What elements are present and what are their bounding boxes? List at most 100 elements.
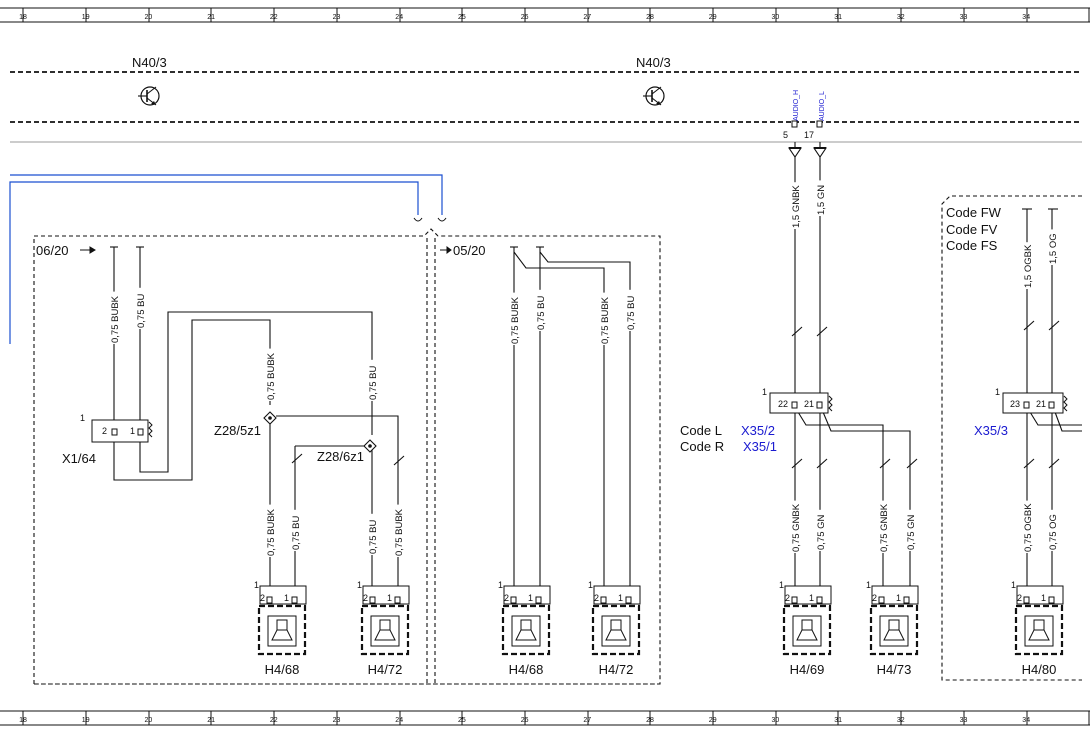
ruler-number: 33	[960, 717, 968, 724]
wire-label-group: 0,75 BU	[367, 513, 379, 555]
ruler-number: 18	[19, 717, 27, 724]
pin-marker	[291, 596, 298, 604]
ruler-number: 32	[897, 717, 905, 724]
ruler-number: 24	[395, 14, 403, 21]
pin-5-label: 5	[783, 130, 788, 140]
wire-label-bg	[1022, 500, 1033, 553]
pin-marker	[791, 596, 798, 604]
connector-x35-2	[769, 392, 833, 414]
wire-break-marks	[413, 217, 447, 222]
pin-marker	[816, 596, 823, 604]
module-label-right: N40/3	[636, 55, 671, 70]
wire-label-group: 0,75 GNBK	[878, 500, 890, 553]
wire-label: 0,75 BUBK	[266, 352, 277, 400]
speaker-label: H4/69	[790, 662, 825, 677]
wire-label-group: 0,75 BUBK	[509, 292, 521, 345]
pin-1-label: 1	[779, 580, 784, 590]
ruler-number: 27	[583, 14, 591, 21]
wire-label-group: 0,75 BU	[535, 289, 547, 331]
wire-label: 0,75 BU	[368, 520, 379, 554]
speaker-icon	[360, 604, 410, 656]
pin-1-label: 1	[498, 580, 503, 590]
connector-x35-3	[1002, 392, 1068, 414]
ruler-number: 20	[145, 717, 153, 724]
wire-label: 0,75 BU	[291, 516, 302, 550]
ruler-number: 30	[772, 717, 780, 724]
wire-label: 0,75 OGBK	[1023, 503, 1034, 552]
wire-label-group: 1,5 OGBK	[1022, 242, 1034, 289]
wire-label: 0,75 GN	[906, 514, 917, 550]
pin-2-label: 2	[1017, 593, 1022, 603]
ruler-number: 21	[207, 14, 215, 21]
ruler-number: 25	[458, 717, 466, 724]
pin-2-label: 2	[785, 593, 790, 603]
wire-label-bg	[790, 500, 801, 553]
ruler-number: 22	[270, 14, 278, 21]
pin-1-label: 1	[357, 580, 362, 590]
pin-1-label: 1	[1041, 593, 1046, 603]
wire-label-bg	[625, 289, 636, 331]
wire-label: 1,5 GN	[816, 185, 827, 215]
wire-label-bg	[815, 180, 826, 216]
frame-right	[941, 195, 1082, 681]
ruler-number: 20	[145, 14, 153, 21]
wire-label-group: 0,75 BUBK	[265, 348, 277, 401]
pin-1-label: 1	[528, 593, 533, 603]
pin-21-label: 21	[1036, 399, 1046, 409]
wire-label-bg	[535, 289, 546, 331]
splice-icon	[363, 439, 377, 453]
pin-1-label: 1	[995, 387, 1000, 397]
code-fs-label: Code FS	[946, 238, 998, 253]
ruler-number: 33	[960, 14, 968, 21]
ruler-number: 25	[458, 14, 466, 21]
ruler-number: 26	[521, 14, 529, 21]
wire-label-group: 0,75 BU	[367, 359, 379, 401]
ruler-number: 30	[772, 14, 780, 21]
wire-label: 0,75 BUBK	[394, 508, 405, 556]
signal-audio-h: AUDIO_H	[793, 90, 800, 121]
ruler-number: 26	[521, 717, 529, 724]
wire-label-group: 0,75 GNBK	[790, 500, 802, 553]
module-label-left: N40/3	[132, 55, 167, 70]
arrow-icon	[80, 246, 452, 254]
wire-label: 1,5 GNBK	[791, 185, 802, 228]
pin-1-label: 1	[809, 593, 814, 603]
bottom-ruler	[0, 710, 1090, 726]
wire-label: 0,75 BUBK	[266, 508, 277, 556]
wire-label: 0,75 BUBK	[110, 295, 121, 343]
wire-label-bg	[878, 500, 889, 553]
wire-label-bg	[367, 513, 378, 555]
wire-label-bg	[109, 291, 120, 344]
pin-marker	[600, 596, 607, 604]
wires-right-section	[791, 157, 918, 591]
pin-5-marker	[791, 120, 798, 128]
pin-marker	[266, 596, 273, 604]
pin-marker	[510, 596, 517, 604]
ruler-number: 18	[19, 14, 27, 21]
ruler-number: 31	[834, 717, 842, 724]
ruler-number: 29	[709, 14, 717, 21]
speaker-label: H4/72	[368, 662, 403, 677]
wire-label-group: 0,75 GN	[815, 509, 827, 551]
wire-label-bg	[290, 509, 301, 551]
wire-label-bg	[1047, 509, 1058, 551]
code-r-label: Code R	[680, 439, 724, 454]
ruler-number: 34	[1022, 14, 1030, 21]
code-fw-label: Code FW	[946, 205, 1002, 220]
wire-label-bg	[1022, 242, 1033, 289]
pin-2-label: 2	[872, 593, 877, 603]
wire-label: 0,75 BU	[368, 366, 379, 400]
pin-2-label: 2	[363, 593, 368, 603]
wire-label: 1,5 OGBK	[1023, 244, 1034, 288]
page-ref-left: 06/20	[36, 243, 69, 258]
speaker-icon	[1014, 604, 1064, 656]
speaker-label: H4/68	[265, 662, 300, 677]
wire-label-bg	[265, 348, 276, 401]
frame-left	[33, 228, 661, 685]
transistor-icon	[643, 86, 665, 106]
